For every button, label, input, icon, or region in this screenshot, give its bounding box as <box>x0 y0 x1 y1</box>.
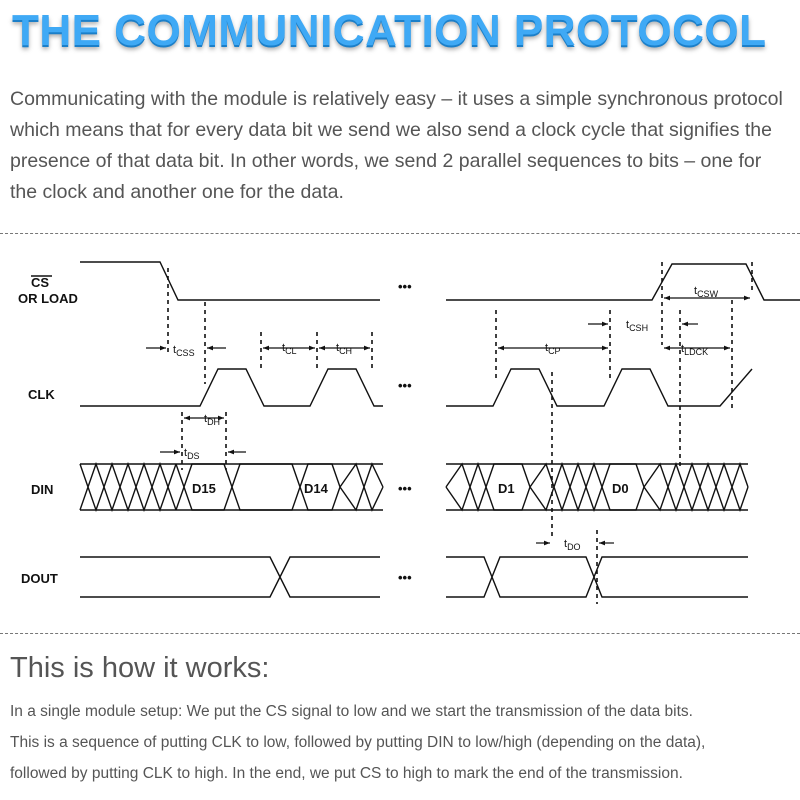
din-bit-d0: D0 <box>612 481 629 496</box>
din-bit-d1: D1 <box>498 481 515 496</box>
top-divider <box>0 233 800 234</box>
intro-line: which means that for every data bit we s… <box>10 119 772 141</box>
cs-waveform-right <box>446 263 800 301</box>
timing-label-tcl: tCL <box>282 342 297 356</box>
clk-waveform-left <box>80 368 383 407</box>
intro-paragraph: Communicating with the module is relativ… <box>10 84 800 208</box>
cs-waveform-left <box>80 261 380 301</box>
timing-label-tcss: tCSS <box>173 344 195 358</box>
timing-label-tdo: tDO <box>564 538 581 552</box>
timing-label-tcp: tCP <box>545 342 561 356</box>
din-label: DIN <box>31 482 53 497</box>
ellipsis-din: ••• <box>398 481 412 496</box>
timing-label-tcsh: tCSH <box>626 319 648 333</box>
section-heading: This is how it works: <box>10 652 270 684</box>
bottom-divider <box>0 633 800 634</box>
timing-label-tcsw: tCSW <box>694 285 719 299</box>
timing-label-tdh: tDH <box>204 413 220 427</box>
timing-diagram: CS OR LOAD CLK DIN DOUT ••• ••• ••• ••• … <box>18 261 800 604</box>
din-pattern-right <box>445 461 749 513</box>
intro-line: the clock and another one for the data. <box>10 181 344 203</box>
din-pattern-left <box>79 461 384 513</box>
dout-waveform-left <box>80 556 380 598</box>
timing-label-tch: tCH <box>336 342 352 356</box>
section-line: In a single module setup: We put the CS … <box>10 703 693 720</box>
section-paragraph: In a single module setup: We put the CS … <box>10 696 800 789</box>
clk-label: CLK <box>28 387 55 402</box>
page-title: THE COMMUNICATION PROTOCOL <box>12 6 767 55</box>
timing-label-tds: tDS <box>184 447 200 461</box>
din-bit-d15: D15 <box>192 481 216 496</box>
dout-waveform-right <box>446 556 748 598</box>
cs-label-bar: CS <box>31 275 49 290</box>
section-line: followed by putting CLK to high. In the … <box>10 765 683 782</box>
ellipsis-clk: ••• <box>398 378 412 393</box>
dout-label: DOUT <box>21 571 58 586</box>
timing-label-tldck: tLDCK <box>681 343 708 357</box>
intro-line: Communicating with the module is relativ… <box>10 88 783 110</box>
cs-label-load: OR LOAD <box>18 291 78 306</box>
ellipsis-cs: ••• <box>398 279 412 294</box>
clk-waveform-right <box>446 368 753 407</box>
section-line: This is a sequence of putting CLK to low… <box>10 734 706 751</box>
din-bit-d14: D14 <box>304 481 329 496</box>
ellipsis-dout: ••• <box>398 570 412 585</box>
intro-line: presence of that data bit. In other word… <box>10 150 762 172</box>
